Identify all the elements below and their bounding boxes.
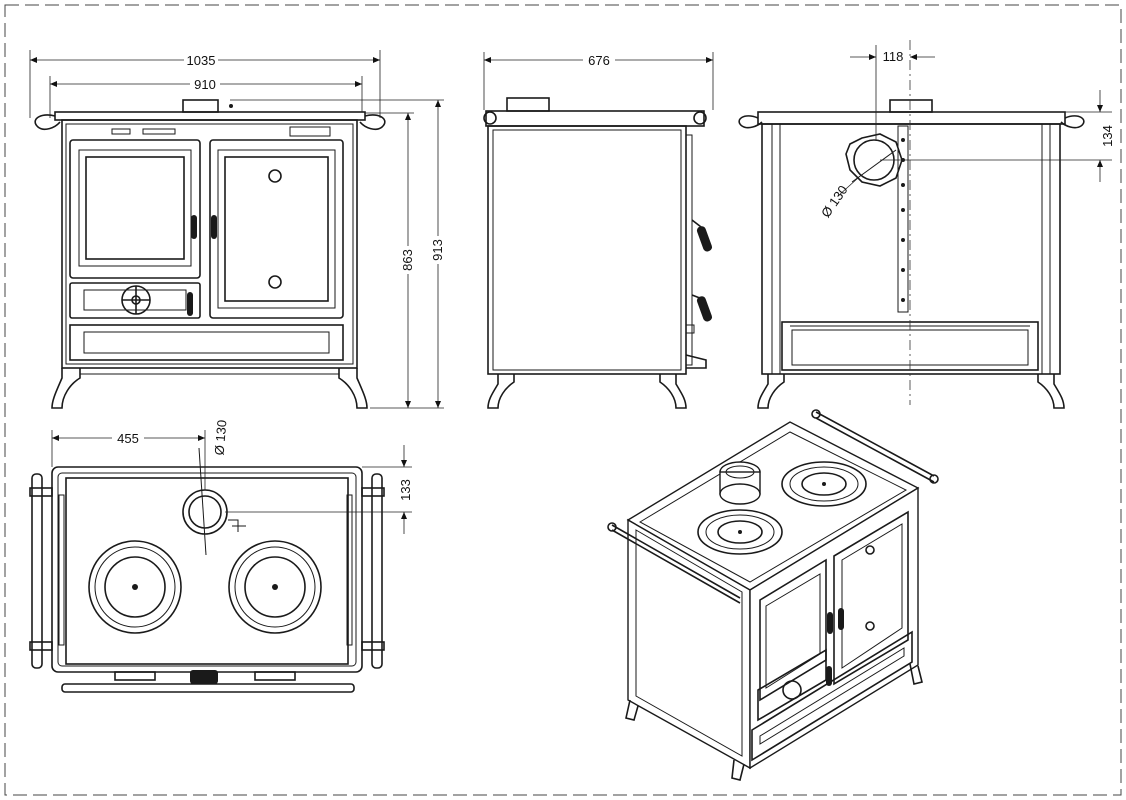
dim-front-body-width: 910 — [194, 77, 216, 92]
dim-back-flue-height: 134 — [1100, 125, 1115, 147]
dim-front-total-width: 1035 — [187, 53, 216, 68]
dim-back-flue-diameter: Ø 130 — [818, 183, 851, 221]
back-dimensions — [837, 45, 1112, 197]
dim-front-height-body: 863 — [400, 249, 415, 271]
dim-back-flue-offset: 118 — [883, 49, 904, 64]
front-view — [34, 99, 386, 409]
back-view — [738, 40, 1085, 409]
dim-front-height-total: 913 — [430, 239, 445, 261]
dim-top-flue-diameter: Ø 130 — [212, 419, 230, 456]
front-dimensions — [29, 50, 444, 409]
dim-top-flue-offset: 455 — [117, 431, 139, 446]
dim-side-depth: 676 — [588, 53, 610, 68]
sheet-border — [4, 4, 1122, 796]
top-view — [29, 447, 385, 693]
top-dimensions — [51, 430, 412, 534]
side-view — [483, 97, 713, 409]
dim-top-flue-depth: 133 — [398, 479, 413, 501]
isometric-view — [607, 409, 939, 781]
